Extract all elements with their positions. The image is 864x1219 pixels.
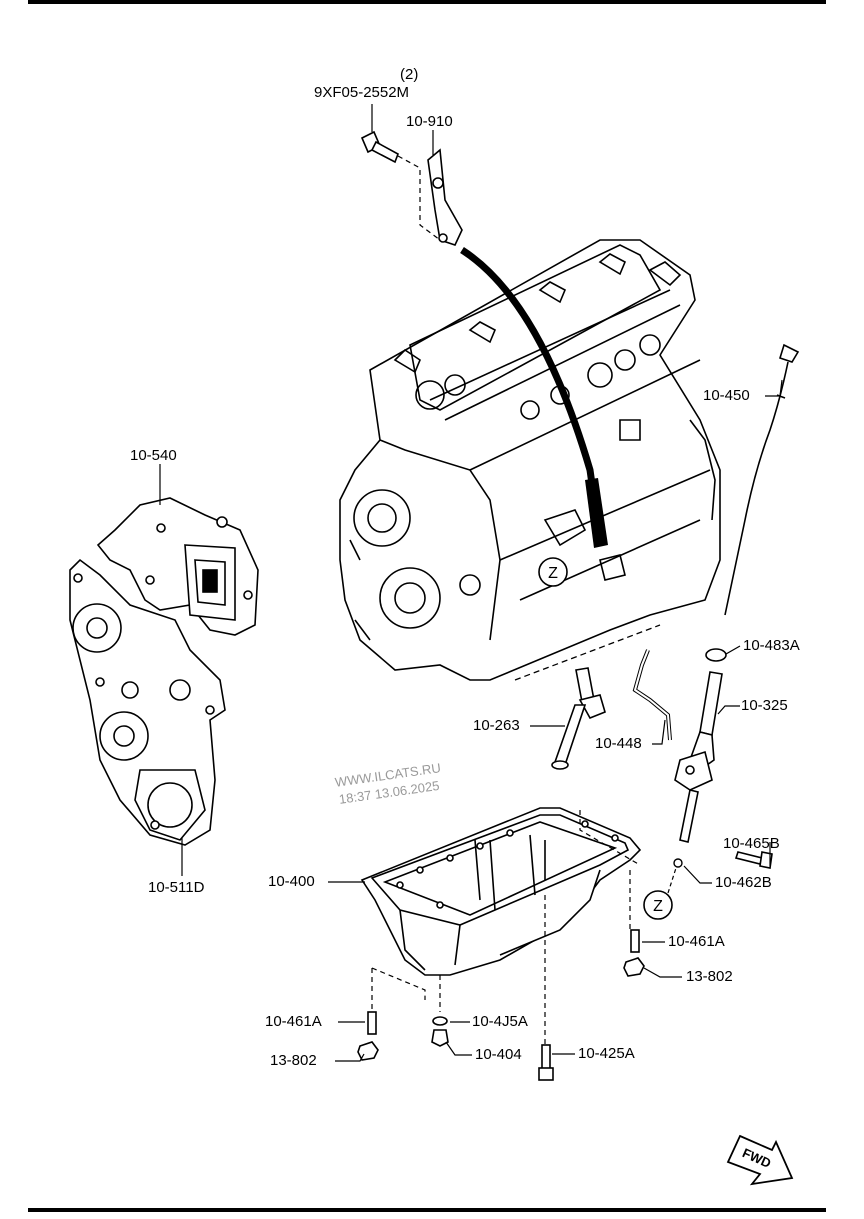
label-10-461a-left: 10-461A (265, 1013, 322, 1030)
dash-stud-left (371, 967, 426, 1012)
label-10-263: 10-263 (473, 717, 520, 734)
oil-pan-10-400 (360, 807, 642, 976)
z-marker-engine (538, 557, 568, 587)
dipstick-tube-line (460, 247, 604, 541)
z-marker-right (643, 890, 673, 920)
label-10-400: 10-400 (268, 873, 315, 890)
tube-clip (585, 478, 608, 548)
label-10-540: 10-540 (130, 447, 177, 464)
nut-left (357, 1041, 379, 1061)
bolt-10-425a-shank (541, 1044, 551, 1071)
label-10-450: 10-450 (703, 387, 750, 404)
bolt-9xf05 (360, 130, 399, 164)
label-10-404: 10-404 (475, 1046, 522, 1063)
leader-lines (159, 104, 783, 1062)
label-10-511d: 10-511D (148, 879, 205, 896)
label-10-483a: 10-483A (743, 637, 800, 654)
strainer-10-263 (551, 667, 606, 770)
drain-plug-10-404 (431, 1029, 449, 1047)
bolt-10-465b (734, 851, 773, 869)
pipe-10-325 (674, 671, 723, 843)
label-10-461a-right: 10-461A (668, 933, 725, 950)
z-dash (667, 867, 677, 894)
label-9xf05-2552m: 9XF05-2552M (314, 84, 410, 101)
label-10-325: 10-325 (741, 697, 788, 714)
label-13-802-right: 13-802 (686, 968, 733, 985)
pipe-10-448-inner (633, 649, 671, 741)
timing-cover-10-540 (96, 497, 259, 636)
bottom-border (28, 1208, 826, 1212)
washer-10-462b (673, 858, 683, 868)
gasket-10-4j5a (432, 1016, 448, 1026)
label-10-910: 10-910 (406, 113, 453, 130)
stud-right (630, 929, 640, 953)
stud-left (367, 1011, 377, 1035)
label-10-425a: 10-425A (578, 1045, 635, 1062)
top-border (28, 0, 826, 4)
leader-dash (514, 624, 661, 681)
dash-pan-right (579, 810, 641, 866)
engine-block (339, 239, 721, 681)
label-10-465b: 10-465B (723, 835, 780, 852)
label-10-448: 10-448 (595, 735, 642, 752)
label-qty: (2) (400, 66, 419, 83)
bolt-10-425a-head (538, 1067, 554, 1081)
z-marker-right-text: Z (653, 898, 663, 915)
z-marker-engine-text: Z (548, 565, 558, 582)
fwd-arrow: FWD (726, 1134, 794, 1186)
dipstick-10-450 (724, 343, 800, 616)
lower-cover-10-511d (69, 558, 226, 846)
fwd-arrow-shape (726, 1134, 794, 1186)
bracket-10-910 (427, 148, 463, 246)
nut-right (623, 957, 645, 977)
o-ring-10-483a (705, 648, 727, 662)
bolt-dash (397, 155, 441, 241)
label-13-802-left: 13-802 (270, 1052, 317, 1069)
label-10-462b: 10-462B (715, 874, 772, 891)
label-10-4j5a: 10-4J5A (472, 1013, 528, 1030)
